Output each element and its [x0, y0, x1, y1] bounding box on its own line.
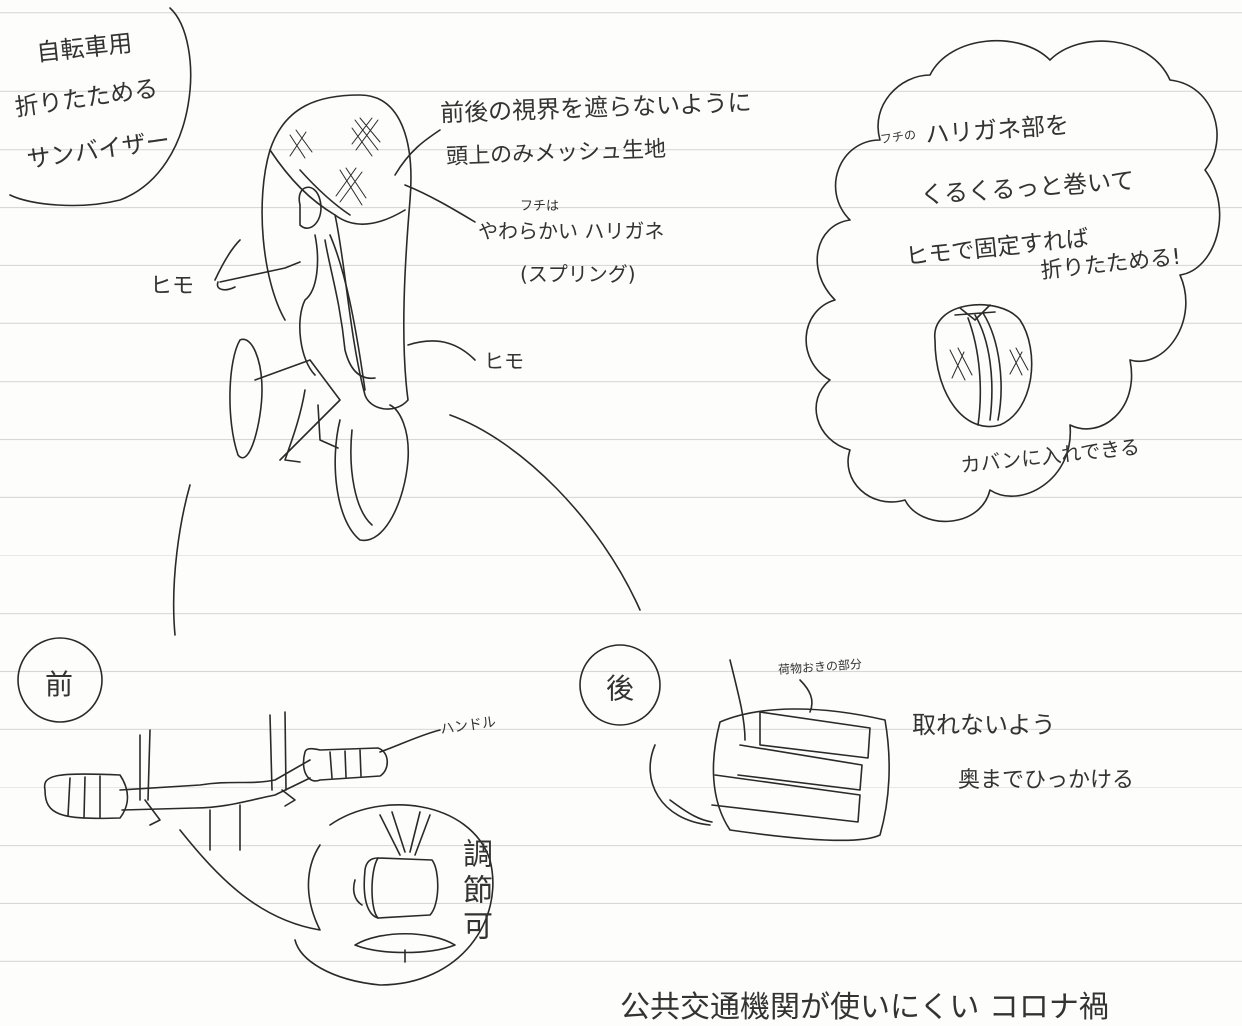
string-leader-right [407, 340, 476, 361]
rear-badge-circle [579, 644, 661, 726]
top-leader-line [394, 129, 441, 176]
edge-leader-line [404, 184, 476, 223]
title-bubble [9, 7, 192, 207]
string-leader-left [214, 239, 241, 281]
adjust-label: 調節可 [457, 838, 492, 946]
bottom-text: 公共交通機関が使いにくい コロナ禍 [620, 990, 1109, 1025]
folded-visor-sketch [934, 303, 1033, 428]
string-label-left: ヒモ [150, 274, 195, 299]
rack-label-leader [799, 679, 813, 713]
rear-connector-line [449, 414, 641, 611]
adjustment-detail-sketch [179, 804, 494, 986]
edge-note-line-3: (スプリング) [520, 262, 636, 286]
canopy-sketch [261, 94, 412, 410]
front-badge-label: 前 [45, 668, 74, 701]
edge-note-line-2: やわらかい ハリガネ [478, 219, 665, 243]
hook-note-line-1: 取れないよう [912, 711, 1056, 739]
rear-rack-sketch [649, 659, 890, 842]
cyclist-sketch [216, 186, 410, 541]
front-connector-line [172, 484, 191, 636]
front-badge-circle [17, 637, 103, 723]
handlebar-sketch [43, 711, 441, 851]
hook-note-line-2: 奥までひっかける [958, 768, 1135, 793]
edge-note-line-1: フチは [520, 199, 560, 214]
string-label-right: ヒモ [484, 349, 524, 373]
rear-badge-label: 後 [606, 672, 635, 705]
cloud-bubble [805, 40, 1221, 523]
